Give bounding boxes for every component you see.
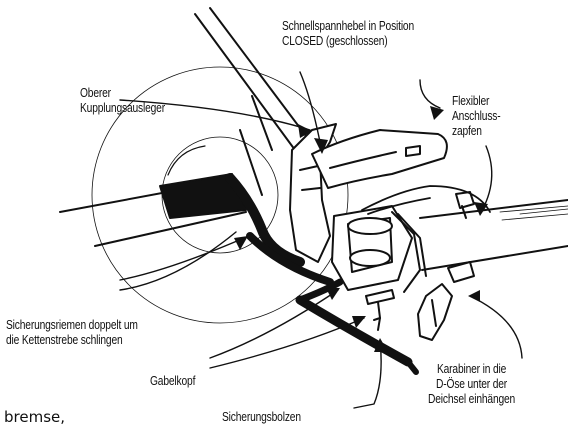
label-upper-hitch-arm: Oberer Kupplungsausleger bbox=[80, 86, 165, 116]
label-flexible-connector-pin: Flexibler Anschluss- zapfen bbox=[452, 94, 500, 139]
cut-off-text: bremse, bbox=[4, 408, 65, 426]
label-quick-release-lever: Schnellspannhebel in Position CLOSED (ge… bbox=[282, 19, 414, 49]
safety-bolt bbox=[366, 290, 394, 330]
label-clevis: Gabelkopf bbox=[150, 374, 195, 389]
trailer-drawbar bbox=[420, 200, 568, 270]
label-carabiner: Karabiner in die D-Öse unter der Deichse… bbox=[428, 362, 515, 407]
clevis-assembly bbox=[332, 192, 474, 292]
carabiner bbox=[418, 284, 452, 340]
label-safety-bolt: Sicherungsbolzen bbox=[222, 410, 301, 425]
label-safety-strap: Sicherungsriemen doppelt um die Kettenst… bbox=[6, 318, 138, 348]
